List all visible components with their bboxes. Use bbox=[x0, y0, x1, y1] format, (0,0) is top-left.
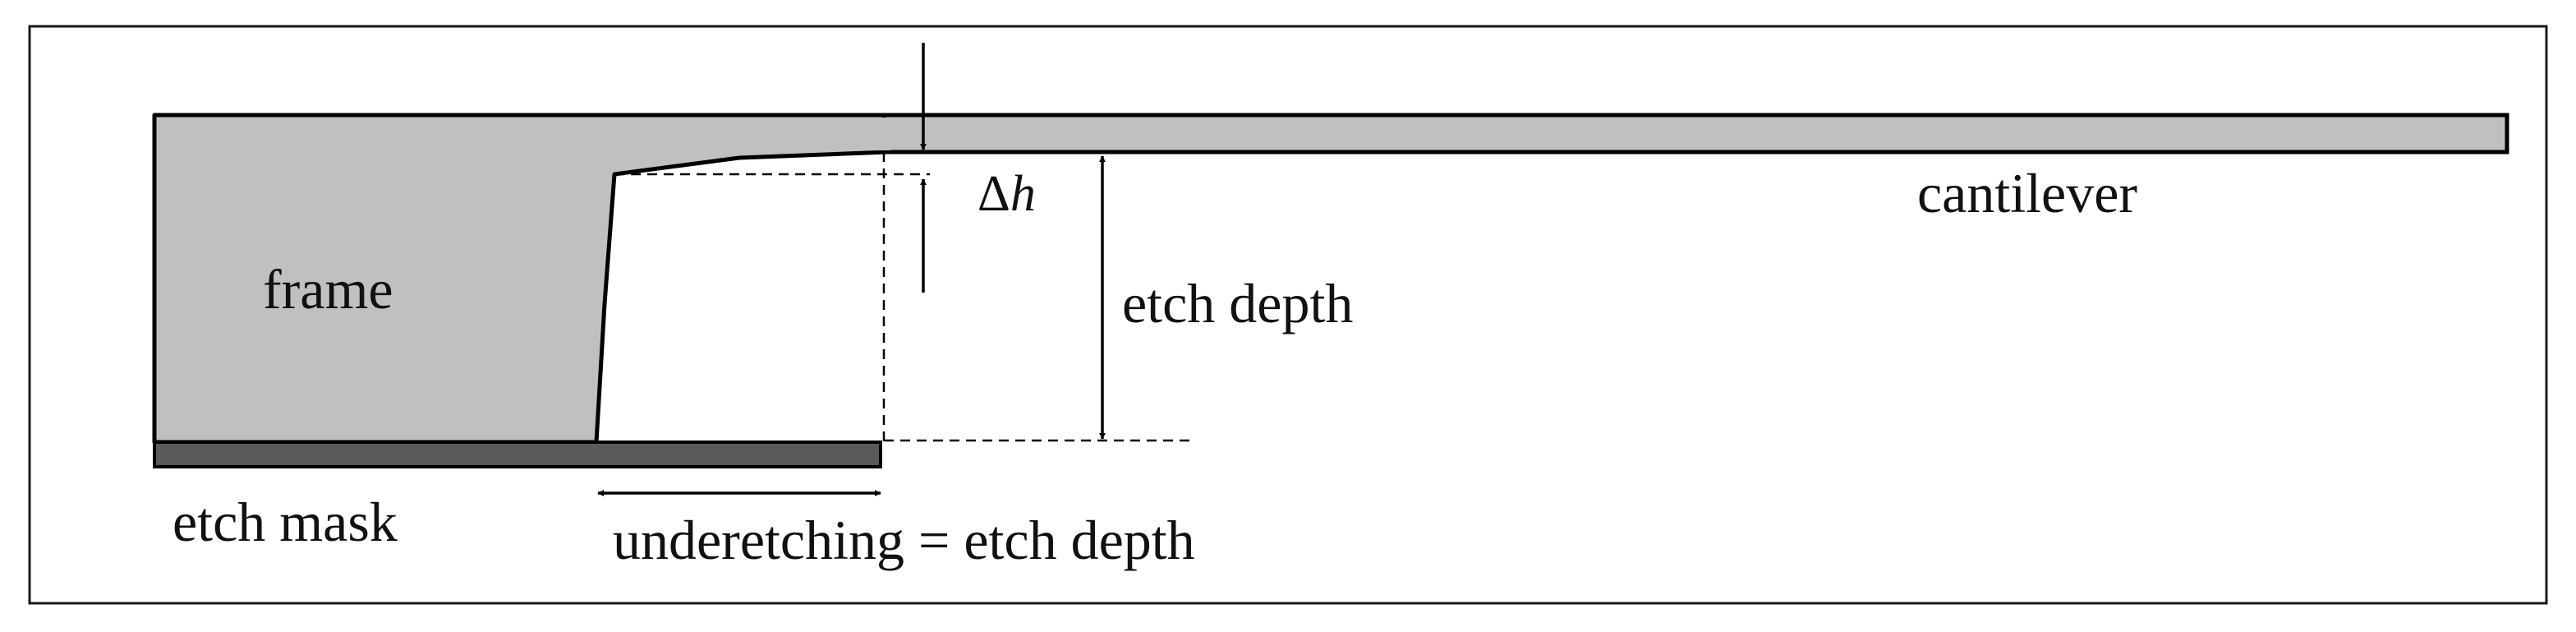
delta-symbol: Δ bbox=[978, 166, 1010, 222]
etch-mask bbox=[153, 441, 882, 468]
delta-variable: h bbox=[1010, 166, 1036, 222]
underetching-label: underetching = etch depth bbox=[613, 509, 1195, 571]
cantilever-label: cantilever bbox=[1917, 162, 2137, 224]
cantilever-beam bbox=[881, 113, 2509, 155]
etch-depth-label: etch depth bbox=[1122, 272, 1353, 334]
frame-label: frame bbox=[263, 258, 393, 321]
delta-h-label: Δh bbox=[978, 166, 1036, 222]
etch-mask-label: etch mask bbox=[172, 491, 398, 553]
beam-joint bbox=[879, 118, 890, 150]
figure-border bbox=[28, 25, 2548, 605]
